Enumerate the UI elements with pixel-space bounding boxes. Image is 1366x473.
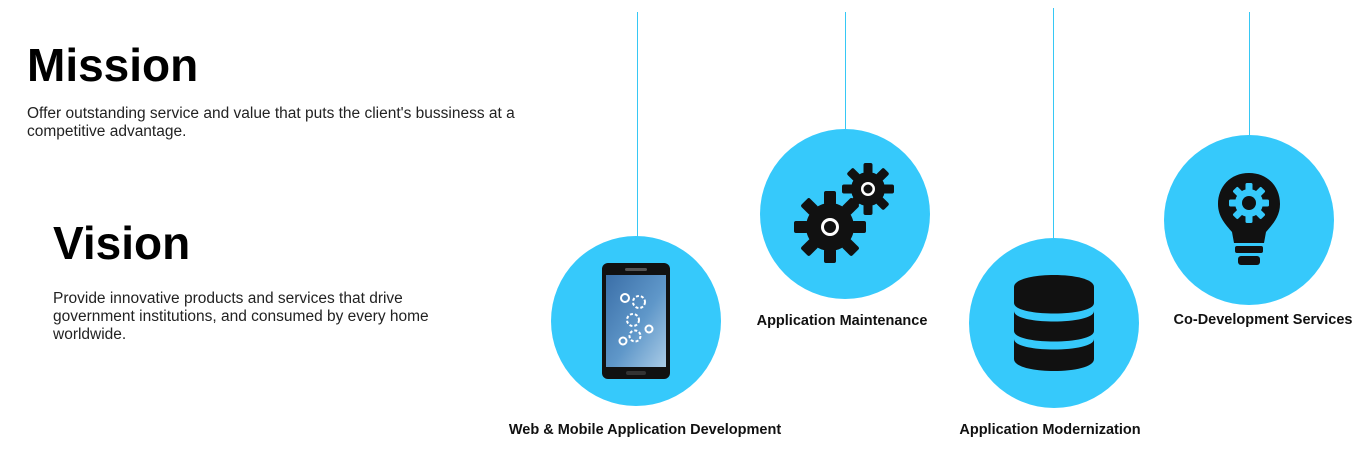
service-label-codevelopment[interactable]: Co-Development Services <box>1173 312 1353 328</box>
service-circle-web-mobile[interactable] <box>551 236 721 406</box>
mission-heading: Mission <box>27 39 199 91</box>
smartphone-gears-icon <box>602 263 670 379</box>
service-circle-codevelopment[interactable] <box>1164 135 1334 305</box>
hanging-string <box>1053 8 1054 240</box>
service-label-modernization[interactable]: Application Modernization <box>959 422 1141 438</box>
vision-text: Provide innovative products and services… <box>53 290 429 343</box>
service-circle-maintenance[interactable] <box>760 129 930 299</box>
service-label-maintenance[interactable]: Application Maintenance <box>756 313 928 329</box>
lightbulb-gear-icon <box>1218 173 1280 265</box>
database-icon <box>1014 275 1094 371</box>
hanging-string <box>1249 12 1250 137</box>
gears-icon <box>794 163 894 263</box>
vision-heading: Vision <box>53 217 191 269</box>
service-circle-modernization[interactable] <box>969 238 1139 408</box>
service-label-web-mobile[interactable]: Web & Mobile Application Development <box>508 422 782 438</box>
hanging-string <box>845 12 846 131</box>
mission-text: Offer outstanding service and value that… <box>27 105 515 140</box>
hanging-string <box>637 12 638 238</box>
